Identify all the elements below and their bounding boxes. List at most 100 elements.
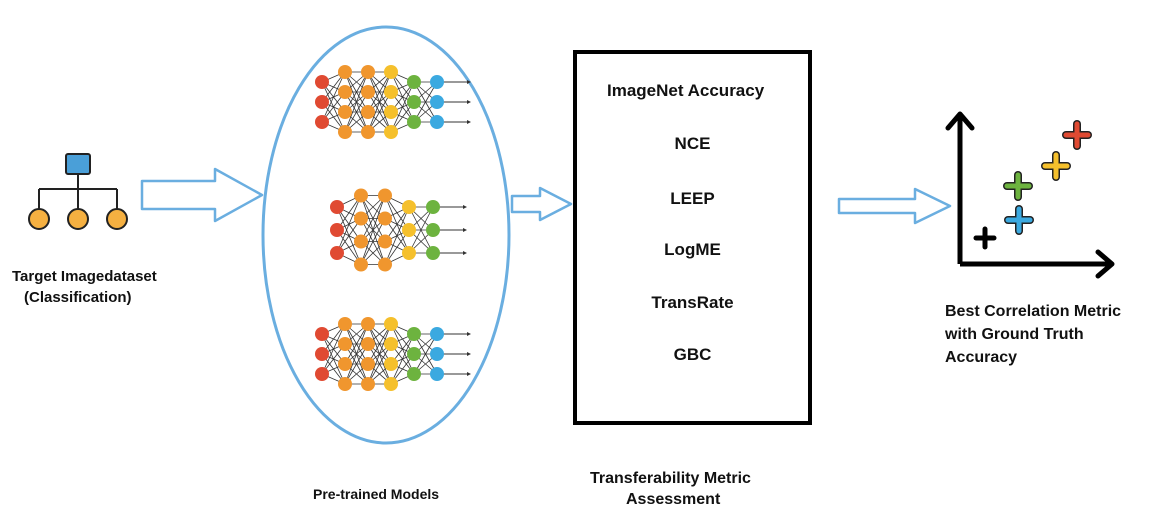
nn-edge bbox=[384, 206, 410, 242]
models-label: Pre-trained Models bbox=[313, 486, 440, 502]
nn-node bbox=[384, 337, 398, 351]
metrics-box bbox=[573, 50, 812, 425]
nn-edge bbox=[344, 71, 369, 133]
nn-node bbox=[338, 377, 352, 391]
nn-edge bbox=[344, 71, 369, 113]
nn-output-arrowhead bbox=[467, 352, 471, 356]
nn-node bbox=[378, 234, 392, 249]
nn-node bbox=[315, 95, 329, 109]
nn-node bbox=[426, 200, 440, 214]
correlation-plot-axes bbox=[945, 111, 1115, 279]
nn-node bbox=[426, 223, 440, 237]
nn-node bbox=[361, 317, 375, 331]
nn-node bbox=[407, 347, 421, 361]
flow-arrow-1 bbox=[140, 167, 264, 223]
nn-node bbox=[338, 317, 352, 331]
nn-node bbox=[384, 85, 398, 99]
nn-edge bbox=[367, 323, 392, 385]
nn-node bbox=[378, 257, 392, 272]
nn-edge bbox=[367, 343, 392, 385]
nn-node bbox=[430, 115, 444, 129]
plus-marker-red bbox=[1062, 120, 1092, 150]
nn-node bbox=[384, 357, 398, 371]
result-label-line1: Best Correlation Metric bbox=[945, 303, 1122, 320]
metric-nce: NCE bbox=[674, 134, 711, 153]
neural-network-1 bbox=[315, 65, 471, 139]
metric-logme: LogME bbox=[664, 240, 721, 259]
nn-node bbox=[407, 115, 421, 129]
nn-edge bbox=[367, 71, 392, 113]
metric-transrate: TransRate bbox=[651, 293, 734, 312]
nn-node bbox=[378, 211, 392, 226]
nn-output-arrowhead bbox=[467, 332, 471, 336]
nn-node bbox=[430, 95, 444, 109]
nn-node bbox=[338, 357, 352, 371]
nn-node bbox=[384, 65, 398, 79]
nn-edge bbox=[360, 195, 386, 265]
metric-gbc: GBC bbox=[673, 345, 712, 364]
dataset-label-line1: Target Imagedataset bbox=[12, 268, 157, 285]
neural-network-2 bbox=[330, 188, 467, 272]
nn-output-arrowhead bbox=[467, 120, 471, 124]
nn-node bbox=[407, 327, 421, 341]
plus-marker-yellow bbox=[1041, 151, 1071, 181]
metric-imagenet-accuracy: ImageNet Accuracy bbox=[607, 81, 765, 100]
nn-node bbox=[315, 327, 329, 341]
nn-edge bbox=[413, 333, 438, 375]
nn-node bbox=[361, 125, 375, 139]
dataset-label-line2: (Classification) bbox=[24, 289, 132, 306]
nn-edge bbox=[384, 206, 410, 265]
nn-node bbox=[338, 105, 352, 119]
result-label: Best Correlation Metric with Ground Trut… bbox=[945, 300, 1121, 369]
nn-edge bbox=[344, 323, 369, 365]
nn-node bbox=[338, 125, 352, 139]
nn-node bbox=[378, 188, 392, 203]
nn-node bbox=[402, 223, 416, 237]
nn-output-arrowhead bbox=[467, 372, 471, 376]
nn-node bbox=[384, 317, 398, 331]
dataset-hierarchy-icon bbox=[28, 153, 128, 230]
nn-node bbox=[361, 85, 375, 99]
dataset-label: Target Imagedataset (Classification) bbox=[12, 266, 157, 308]
nn-edge bbox=[344, 91, 369, 133]
plus-marker-black bbox=[973, 226, 997, 250]
flow-arrow-2 bbox=[510, 186, 573, 222]
nn-node bbox=[338, 337, 352, 351]
plus-marker-blue bbox=[1004, 205, 1034, 235]
nn-node bbox=[315, 347, 329, 361]
nn-edge bbox=[336, 218, 362, 254]
plus-marker-green bbox=[1003, 171, 1033, 201]
nn-node bbox=[361, 337, 375, 351]
nn-edge bbox=[321, 323, 346, 375]
assessment-label-line2: Assessment bbox=[626, 491, 721, 508]
nn-edge bbox=[360, 218, 386, 265]
nn-edge bbox=[336, 195, 362, 231]
nn-node bbox=[354, 188, 368, 203]
neural-network-3 bbox=[315, 317, 471, 391]
nn-edge bbox=[360, 195, 386, 242]
nn-node bbox=[384, 125, 398, 139]
nn-node bbox=[384, 377, 398, 391]
result-label-line2: with Ground Truth bbox=[945, 326, 1084, 343]
nn-output-arrowhead bbox=[463, 205, 467, 209]
nn-edge bbox=[413, 81, 438, 123]
assessment-label: Transferability Metric Assessment bbox=[590, 468, 751, 510]
nn-node bbox=[361, 65, 375, 79]
nn-node bbox=[407, 367, 421, 381]
nn-edge bbox=[344, 323, 369, 385]
nn-node bbox=[402, 200, 416, 214]
nn-node bbox=[338, 65, 352, 79]
assessment-label-line1: Transferability Metric bbox=[590, 470, 751, 487]
nn-node bbox=[426, 246, 440, 260]
result-label-line3: Accuracy bbox=[945, 349, 1018, 366]
nn-node bbox=[330, 200, 344, 214]
nn-node bbox=[361, 377, 375, 391]
nn-node bbox=[315, 75, 329, 89]
nn-node bbox=[430, 367, 444, 381]
nn-output-arrowhead bbox=[463, 228, 467, 232]
nn-node bbox=[315, 115, 329, 129]
nn-node bbox=[354, 257, 368, 272]
nn-edge bbox=[321, 71, 346, 123]
metric-leep: LEEP bbox=[670, 189, 715, 208]
